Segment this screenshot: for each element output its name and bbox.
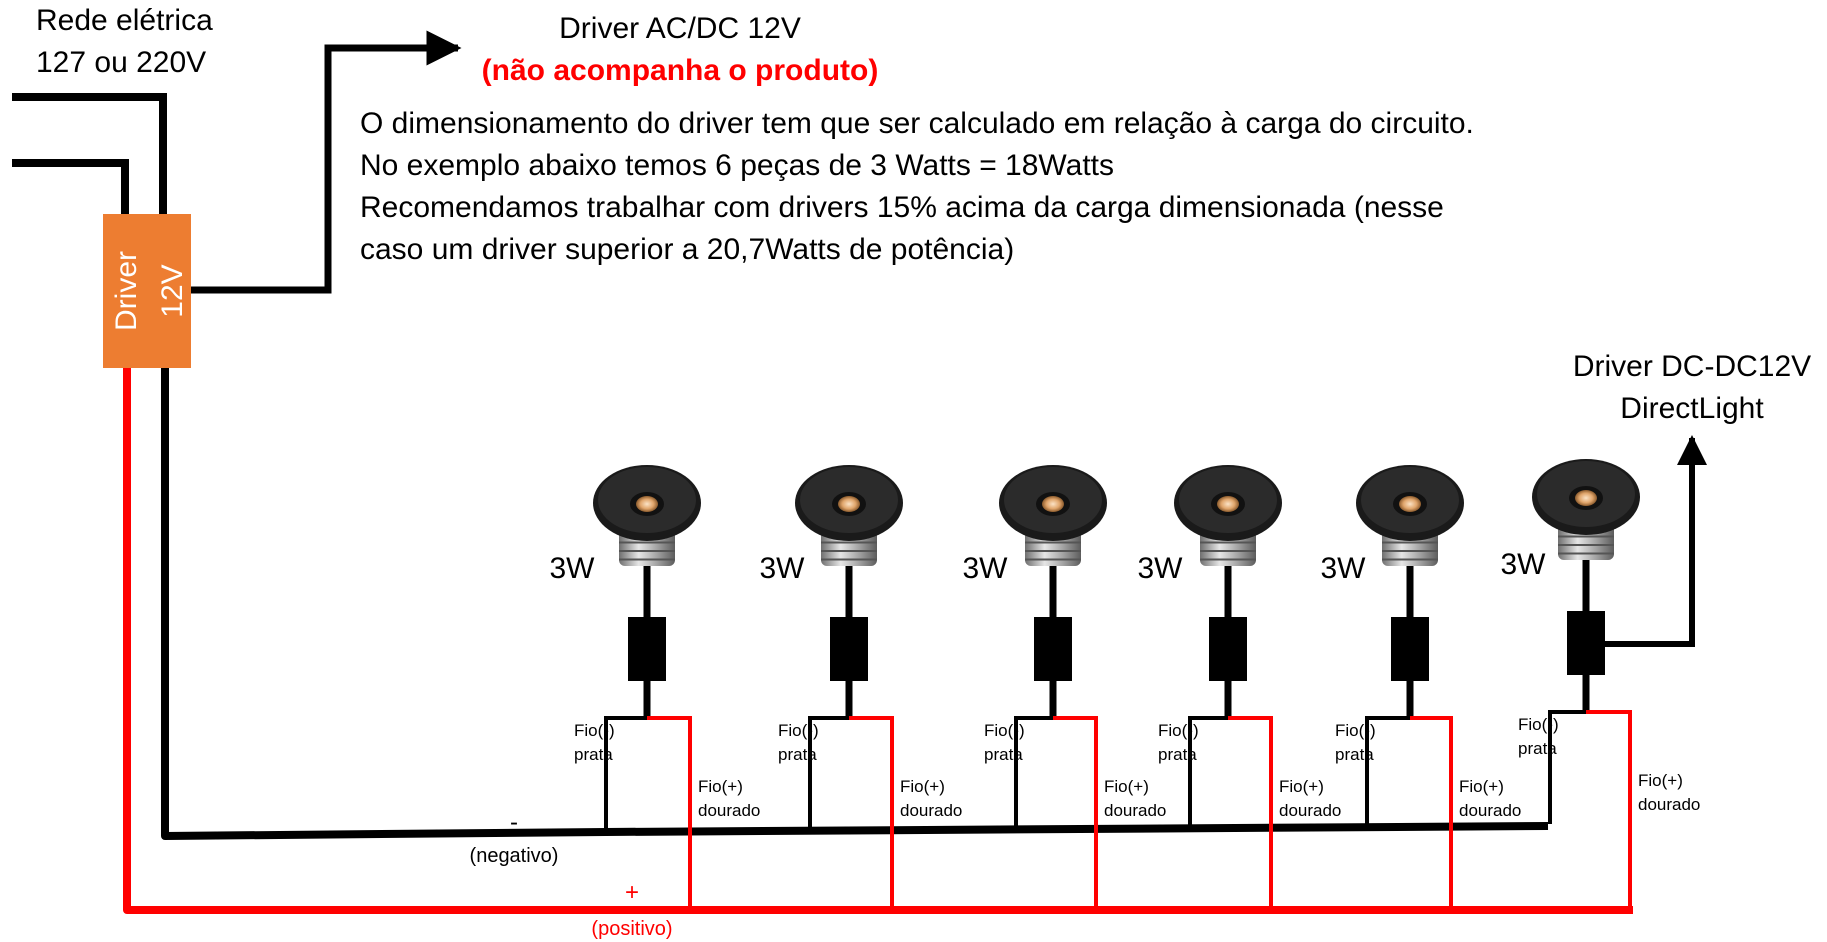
lamp-negative-wire-label-2: prata [984,745,1023,764]
description-line-3: Recomendamos trabalhar com drivers 15% a… [360,191,1444,224]
lamp-negative-wire-label-1: Fio(-) [1518,715,1559,734]
lamp-positive-wire-label-2: dourado [698,801,760,820]
lamp-positive-wire-label-1: Fio(+) [1104,777,1149,796]
dcdc-driver-arrow [1605,435,1707,647]
positive-sign: + [625,879,639,906]
driver-box-rect [103,214,191,368]
description-line-2: No exemplo abaixo temos 6 peças de 3 Wat… [360,149,1114,182]
dcdc-driver-label-1: Driver DC-DC12V [1573,350,1811,383]
lamp-positive-wire-label-2: dourado [900,801,962,820]
negative-main-wire [161,368,1549,840]
lamp-negative-wire [808,716,849,830]
positive-main-wire [123,368,1633,914]
mains-label-2: 127 ou 220V [36,46,206,79]
lamp-negative-wire-label-2: prata [1158,745,1197,764]
lamp-negative-wire-label-1: Fio(-) [778,721,819,740]
lamp-positive-wire [1053,716,1098,910]
lamp-connector [628,617,666,681]
lamp-positive-wire-label-2: dourado [1638,795,1700,814]
lamp-negative-wire-label-2: prata [574,745,613,764]
lamp-positive-wire-label-2: dourado [1279,801,1341,820]
lamp-connector [830,617,868,681]
lamp-lens [838,496,860,512]
lamp-lens [1042,496,1064,512]
lamp-connector [1209,617,1247,681]
lamp-negative-wire [1365,716,1410,826]
lamp-lens [1399,496,1421,512]
lamp-positive-wire-label-1: Fio(+) [698,777,743,796]
driver-box-label-1: Driver [110,251,143,331]
lamp-positive-wire [647,716,692,910]
acdc-driver-title: Driver AC/DC 12V [559,12,801,45]
lamp-connector [1034,617,1072,681]
lamp-positive-wire [1228,716,1273,910]
lamp-negative-wire-label-2: prata [778,745,817,764]
lamp-positive-wire [849,716,894,910]
lamp-negative-wire-label-2: prata [1518,739,1557,758]
lamp-positive-wire [1586,710,1632,910]
description-line-4: caso um driver superior a 20,7Watts de p… [360,233,1014,266]
lamp-negative-wire [1548,710,1586,824]
lamp-lens [1217,496,1239,512]
lamp-power-label: 3W [1138,552,1184,585]
negative-sign: - [510,809,518,836]
lamp-negative-wire-label-1: Fio(-) [1158,721,1199,740]
lamp-power-label: 3W [550,552,596,585]
lamp-negative-wire-label-2: prata [1335,745,1374,764]
lamp-connector [1391,617,1429,681]
dcdc-driver-label-2: DirectLight [1620,392,1764,425]
lamp-lens [1575,490,1597,506]
mains-wires [12,93,167,215]
lamp-power-label: 3W [760,552,806,585]
mains-wire-1 [12,93,167,215]
lamp-lens [636,496,658,512]
lamp-positive-wire-label-1: Fio(+) [1459,777,1504,796]
acdc-output-arrow [191,30,462,294]
lamp-power-label: 3W [1321,552,1367,585]
lamp-negative-wire-label-1: Fio(-) [574,721,615,740]
lamp-positive-wire-label-2: dourado [1104,801,1166,820]
mains-label-1: Rede elétrica [36,4,213,37]
driver-box-label-2: 12V [156,264,189,317]
lamp-negative-wire-label-1: Fio(-) [1335,721,1376,740]
lamp-negative-wire [604,716,647,832]
lamp-negative-wire-label-1: Fio(-) [984,721,1025,740]
lamp-connector [1567,611,1605,675]
lamp-positive-wire-label-2: dourado [1459,801,1521,820]
lamp-negative-wire [1188,716,1228,826]
lamp-power-label: 3W [963,552,1009,585]
acdc-not-included-warning: (não acompanha o produto) [482,54,879,87]
lamp-positive-wire-label-1: Fio(+) [1638,771,1683,790]
negative-label: (negativo) [470,845,559,867]
lamps-group: 3WFio(-)prataFio(+)dourado3WFio(-)prataF… [550,435,1707,910]
description-line-1: O dimensionamento do driver tem que ser … [360,107,1474,140]
lamp-power-label: 3W [1501,548,1547,581]
mains-wire-2 [12,159,129,215]
lamp-positive-wire-label-1: Fio(+) [1279,777,1324,796]
lamp-positive-wire [1410,716,1453,910]
driver-box: Driver 12V [103,214,191,368]
lamp-positive-wire-label-1: Fio(+) [900,777,945,796]
positive-label: (positivo) [591,918,672,940]
lamp-negative-wire [1014,716,1053,828]
